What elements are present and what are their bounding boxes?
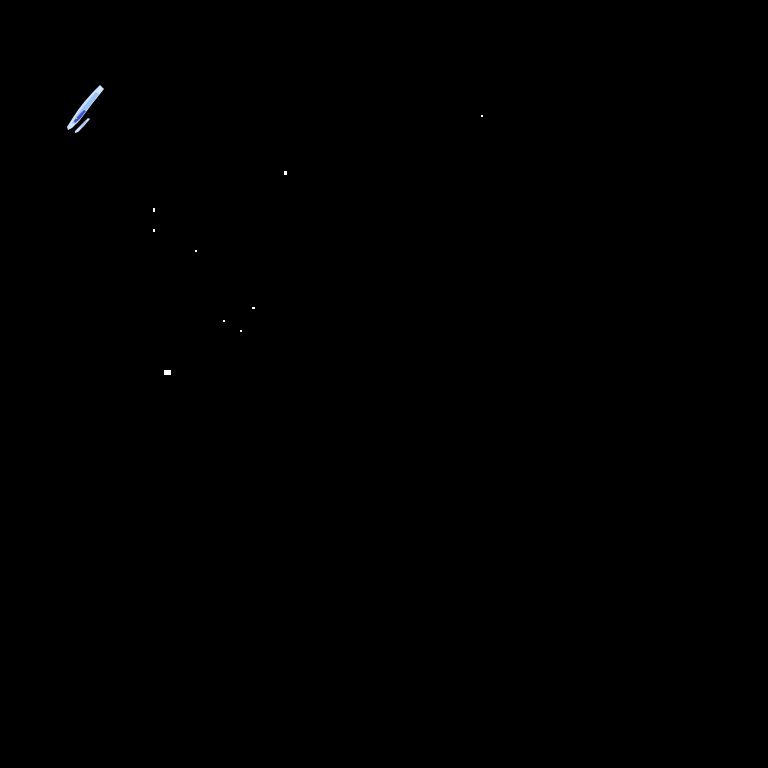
- star-point: [164, 370, 171, 375]
- star-point: [481, 115, 483, 117]
- star-point: [153, 208, 155, 212]
- star-point: [284, 171, 287, 175]
- star-point: [195, 250, 197, 252]
- star-point: [252, 307, 255, 309]
- star-point: [223, 320, 225, 322]
- star-point: [240, 330, 242, 332]
- star-point: [153, 229, 155, 232]
